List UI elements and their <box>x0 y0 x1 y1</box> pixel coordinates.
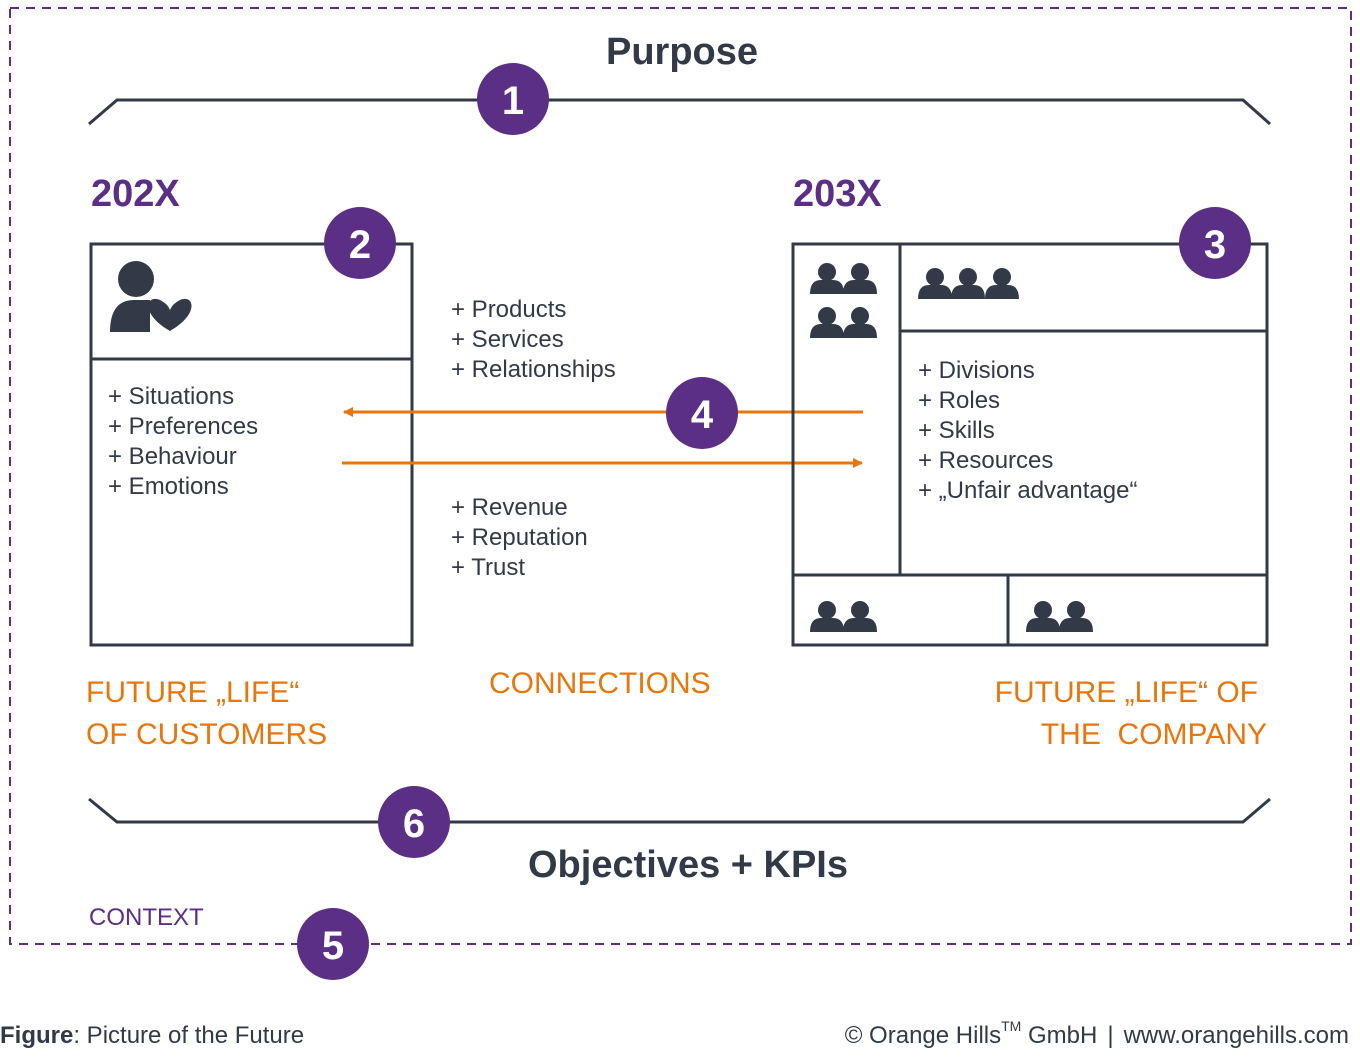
company-year: 203X <box>793 173 882 215</box>
company-item-1: + Divisions <box>918 357 1035 384</box>
footer-separator: | <box>1107 1022 1113 1049</box>
copyright-company: © Orange Hills <box>845 1022 1001 1049</box>
connections-top-item-1: + Products <box>451 296 566 323</box>
objectives-title: Objectives + KPIs <box>528 844 848 886</box>
badge-2-label: 2 <box>349 223 371 267</box>
connections-bottom-item-3: + Trust <box>451 554 525 581</box>
company-caption-line-1: FUTURE „LIFE“ OF <box>995 676 1258 709</box>
connections-bottom-item-1: + Revenue <box>451 494 568 521</box>
figure-caption-text: : Picture of the Future <box>73 1022 304 1049</box>
team-four-people-icon <box>810 263 877 338</box>
badge-2-circle <box>324 207 396 279</box>
badge-6-label: 6 <box>403 802 425 846</box>
team-two-people-icon-right <box>1026 601 1093 632</box>
customers-box <box>89 242 414 647</box>
customers-item-3: + Behaviour <box>108 443 237 470</box>
badge-3-circle <box>1179 207 1251 279</box>
company-box <box>791 242 1269 647</box>
team-two-people-icon-left <box>810 601 877 632</box>
connections-top-item-2: + Services <box>451 326 564 353</box>
context-frame <box>9 7 1352 945</box>
customers-item-4: + Emotions <box>108 473 229 500</box>
customers-caption-line-2: OF CUSTOMERS <box>86 718 327 751</box>
company-item-5: + „Unfair advantage“ <box>918 477 1137 504</box>
context-label: CONTEXT <box>89 904 204 931</box>
company-item-4: + Resources <box>918 447 1053 474</box>
trademark-symbol: TM <box>1001 1018 1021 1034</box>
badge-3-label: 3 <box>1204 223 1226 267</box>
badge-4-circle <box>666 377 738 449</box>
person-heart-icon <box>110 261 192 332</box>
company-item-3: + Skills <box>918 417 995 444</box>
customers-year: 202X <box>91 173 180 215</box>
badge-4-label: 4 <box>691 393 714 437</box>
purpose-title: Purpose <box>606 31 758 73</box>
copyright-notice: © Orange HillsTM GmbH | www.orangehills.co… <box>845 1018 1349 1049</box>
figure-caption: Figure: Picture of the Future <box>0 1022 304 1049</box>
badge-1-circle <box>477 63 549 135</box>
customers-item-1: + Situations <box>108 383 234 410</box>
company-item-2: + Roles <box>918 387 1000 414</box>
figure-caption-label: Figure <box>0 1022 73 1049</box>
connections-caption: CONNECTIONS <box>489 667 711 700</box>
company-caption-line-2: THE COMPANY <box>1041 718 1267 751</box>
connections-bottom-item-2: + Reputation <box>451 524 588 551</box>
badge-5-circle <box>297 908 369 980</box>
team-three-people-icon <box>918 268 1019 299</box>
connections-top-item-3: + Relationships <box>451 356 616 383</box>
customers-item-2: + Preferences <box>108 413 258 440</box>
copyright-gmbh: GmbH <box>1021 1022 1097 1049</box>
badge-5-label: 5 <box>322 924 344 968</box>
footer-website: www.orangehills.com <box>1123 1022 1349 1049</box>
badge-6-circle <box>378 786 450 858</box>
objectives-bracket <box>88 797 1271 824</box>
customers-caption-line-1: FUTURE „LIFE“ <box>86 676 299 709</box>
badge-1-label: 1 <box>502 79 524 123</box>
purpose-bracket <box>88 98 1271 126</box>
